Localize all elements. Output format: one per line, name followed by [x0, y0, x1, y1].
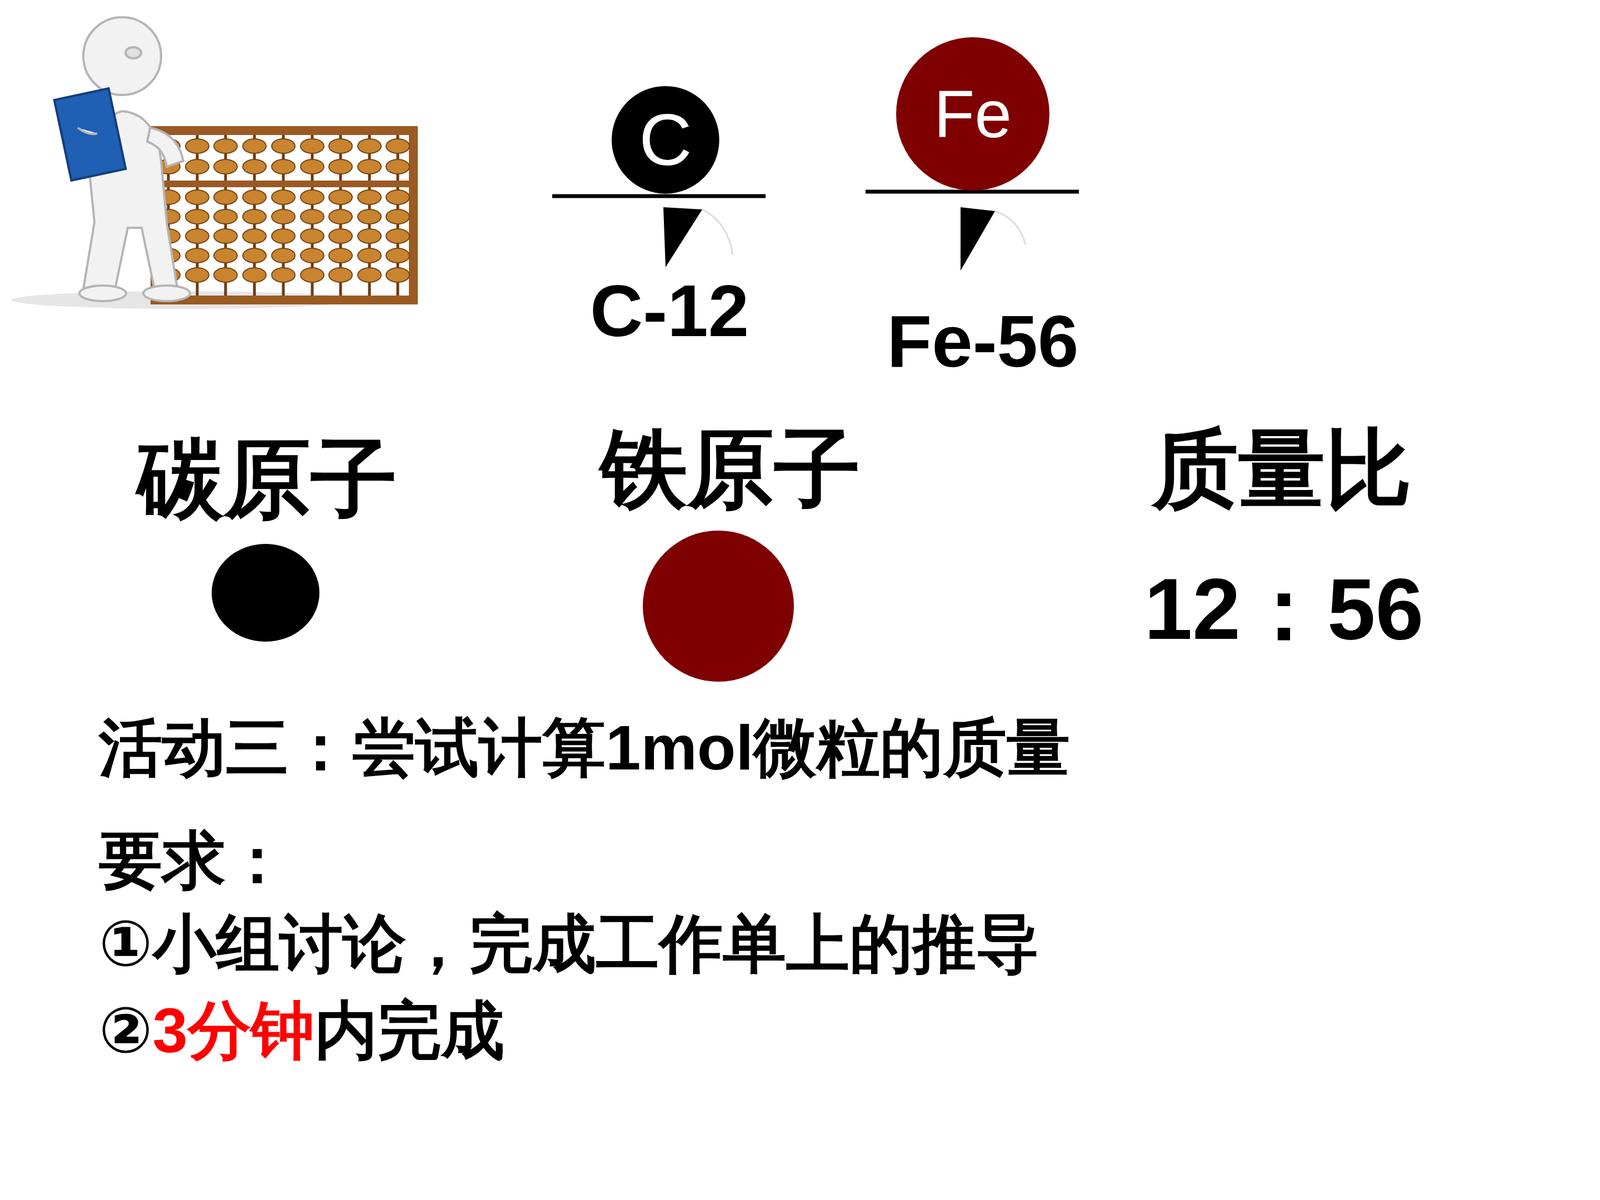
- abacus-bead: [213, 190, 238, 205]
- abacus-bead: [213, 159, 238, 174]
- abacus-bead: [271, 138, 295, 154]
- abacus-bead: [185, 138, 209, 154]
- blue-book: [54, 88, 127, 181]
- abacus-bead: [242, 209, 267, 224]
- abacus-bead: [213, 138, 238, 154]
- relative-atomic-mass: C-12: [590, 268, 749, 354]
- requirement-heading: 要求：: [98, 823, 289, 897]
- abacus-bead: [328, 209, 353, 224]
- abacus-bead: [185, 228, 209, 244]
- abacus-bead: [328, 248, 353, 263]
- abacus: [155, 130, 414, 300]
- abacus-bead: [213, 267, 238, 283]
- abacus-bead: [328, 138, 353, 154]
- abacus-bead: [242, 228, 267, 244]
- requirement-item: 内完成: [314, 993, 505, 1067]
- abacus-bead: [357, 248, 382, 263]
- abacus-bead: [357, 159, 382, 174]
- abacus-bead: [185, 159, 209, 174]
- abacus-bead: [300, 190, 324, 205]
- iron-atom-model: [642, 530, 794, 682]
- abacus-bead: [386, 159, 410, 174]
- abacus-bead: [386, 190, 410, 205]
- requirement-item: ②: [98, 993, 153, 1067]
- abacus-bead: [386, 267, 410, 283]
- abacus-bead: [300, 138, 324, 154]
- abacus-bead: [271, 267, 295, 283]
- carbon-atom-model: [211, 543, 320, 642]
- abacus-bead: [328, 228, 353, 244]
- balance-beam: [552, 194, 766, 199]
- abacus-bead: [300, 209, 324, 224]
- abacus-bead: [386, 228, 410, 244]
- abacus-bead: [242, 248, 267, 263]
- relative-atomic-mass: Fe-56: [887, 299, 1079, 384]
- time-limit: 3分钟: [152, 993, 315, 1067]
- element-circle: Fe: [896, 37, 1050, 191]
- abacus-bead: [357, 190, 382, 205]
- atom-name: 铁原子: [600, 419, 861, 519]
- abacus-bead: [271, 248, 295, 263]
- element-symbol: Fe: [933, 77, 1012, 151]
- abacus-bead: [300, 228, 324, 244]
- abacus-bead: [328, 159, 353, 174]
- abacus-bead: [185, 267, 209, 283]
- abacus-bead: [386, 138, 410, 154]
- abacus-bead: [242, 267, 267, 283]
- abacus-bead: [300, 267, 324, 283]
- abacus-bead: [357, 209, 382, 224]
- abacus-bead: [386, 248, 410, 263]
- balance-pointer: [663, 207, 1026, 271]
- abacus-bead: [328, 190, 353, 205]
- abacus-bead: [300, 159, 324, 174]
- abacus-bead: [242, 138, 267, 154]
- element-symbol: C: [638, 99, 692, 180]
- column-heading: 质量比: [1151, 419, 1412, 519]
- abacus-bead: [213, 209, 238, 224]
- abacus-bead: [185, 248, 209, 263]
- atom-name: 碳原子: [137, 429, 398, 529]
- abacus-bead: [213, 248, 238, 263]
- abacus-bead: [185, 190, 209, 205]
- abacus-bead: [242, 190, 267, 205]
- abacus-bead: [357, 228, 382, 244]
- abacus-bead: [386, 209, 410, 224]
- abacus-bead: [213, 228, 238, 244]
- abacus-bead: [328, 267, 353, 283]
- abacus-bead: [242, 159, 267, 174]
- abacus-bead: [271, 159, 295, 174]
- abacus-bead: [271, 209, 295, 224]
- abacus-bead: [271, 228, 295, 244]
- abacus-bead: [357, 138, 382, 154]
- mass-ratio: 12：56: [1143, 559, 1424, 659]
- requirement-item: ①小组讨论，完成工作单上的推导: [98, 907, 1040, 980]
- abacus-bead: [300, 248, 324, 263]
- abacus-bead: [271, 190, 295, 205]
- activity-title: 活动三：尝试计算1mol微粒的质量: [98, 711, 1070, 784]
- abacus-bead: [185, 209, 209, 224]
- element-circle: C: [611, 86, 720, 194]
- abacus-bead: [357, 267, 382, 283]
